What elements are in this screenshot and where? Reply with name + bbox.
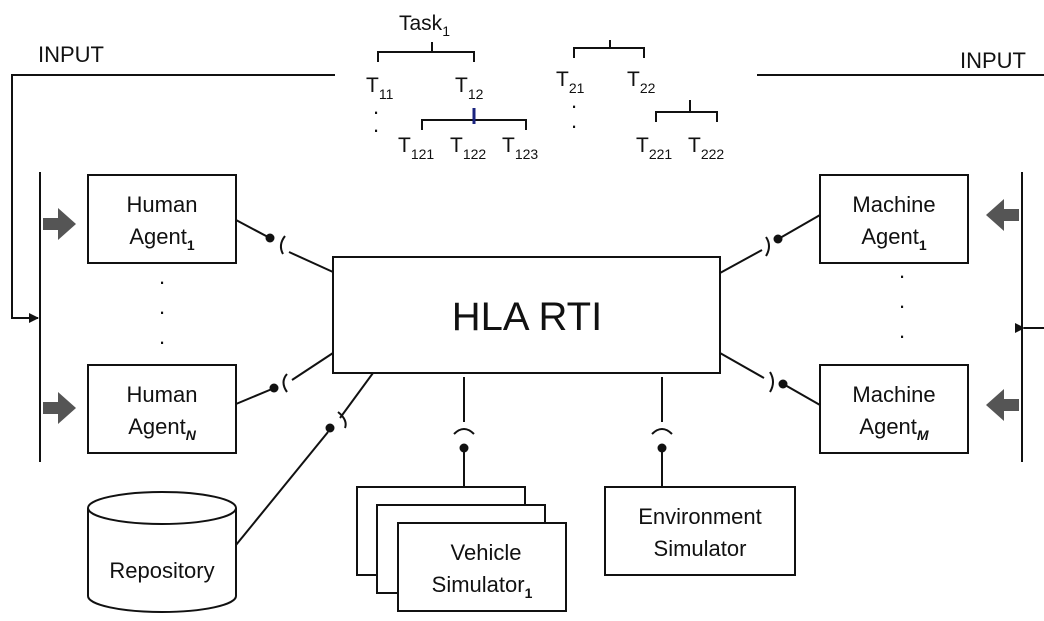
- task-t123: T123: [502, 134, 538, 162]
- task-t121: T121: [398, 134, 434, 162]
- task-t11: T11: [366, 74, 394, 102]
- connector-human-1: [235, 219, 334, 273]
- task-bracket-task2: [573, 40, 645, 58]
- task-ellipsis-1a: .: [373, 94, 379, 119]
- repository-cylinder: Repository: [87, 491, 237, 613]
- human-agent-1-line1: Human: [127, 192, 198, 217]
- connector-vehicle: [453, 377, 475, 487]
- connector-human-n: [235, 352, 334, 405]
- task-bracket-t22: [655, 100, 718, 122]
- hla-rti-box: HLA RTI: [332, 256, 721, 374]
- right-block-arrow-top: [986, 199, 1019, 231]
- task-root-label: Task1: [399, 12, 450, 39]
- human-agent-n: Human AgentN: [87, 364, 237, 454]
- machine-agent-m-line2: AgentM: [859, 414, 929, 443]
- machine-agent-1-line1: Machine: [852, 192, 935, 217]
- machine-agent-dots-2: .: [899, 288, 905, 313]
- left-block-arrow-top: [43, 208, 76, 240]
- machine-agent-m: Machine AgentM: [819, 364, 969, 454]
- repository-label: Repository: [109, 558, 214, 583]
- input-label-left: INPUT: [38, 42, 104, 67]
- input-label-right: INPUT: [960, 48, 1026, 73]
- machine-agent-1-line2: Agent1: [861, 224, 927, 253]
- task-ellipsis-2a: .: [571, 88, 577, 113]
- human-agent-n-line1: Human: [127, 382, 198, 407]
- task-tree: Task1 T11 T12 . . T121 T122 T123 T21 T22…: [366, 12, 724, 162]
- connector-repository: [235, 372, 374, 546]
- human-agent-dots-3: .: [159, 324, 165, 349]
- machine-agent-dots-3: .: [899, 318, 905, 343]
- task-t222: T222: [688, 134, 724, 162]
- vehicle-simulator-stack: Vehicle Simulator1: [356, 486, 567, 612]
- environment-simulator-line2: Simulator: [654, 536, 747, 561]
- task-t221: T221: [636, 134, 672, 162]
- task-bracket-root: [377, 42, 475, 62]
- connector-environment: [651, 377, 673, 487]
- human-agent-1-line2: Agent1: [129, 224, 195, 253]
- input-line-left: [11, 74, 335, 323]
- vehicle-simulator-line2: Simulator1: [432, 572, 533, 601]
- task-t12: T12: [455, 74, 484, 102]
- vehicle-simulator-line1: Vehicle: [451, 540, 522, 565]
- task-ellipsis-2b: .: [571, 108, 577, 133]
- human-agent-1: Human Agent1: [87, 174, 237, 264]
- environment-simulator: Environment Simulator: [604, 486, 796, 576]
- task-ellipsis-1b: .: [373, 112, 379, 137]
- connector-machine-1: [719, 214, 821, 274]
- task-t22: T22: [627, 68, 656, 96]
- left-block-arrow-bottom: [43, 392, 76, 424]
- machine-agent-1: Machine Agent1: [819, 174, 969, 264]
- hla-rti-label: HLA RTI: [452, 295, 602, 339]
- task-t122: T122: [450, 134, 486, 162]
- machine-agent-dots-1: .: [899, 258, 905, 283]
- human-agent-dots-2: .: [159, 294, 165, 319]
- machine-agent-m-line1: Machine: [852, 382, 935, 407]
- right-block-arrow-bottom: [986, 389, 1019, 421]
- human-agent-dots-1: .: [159, 264, 165, 289]
- task-t21: T21: [556, 68, 585, 96]
- environment-simulator-line1: Environment: [638, 504, 762, 529]
- human-agent-n-line2: AgentN: [128, 414, 197, 443]
- connector-machine-m: [719, 352, 821, 406]
